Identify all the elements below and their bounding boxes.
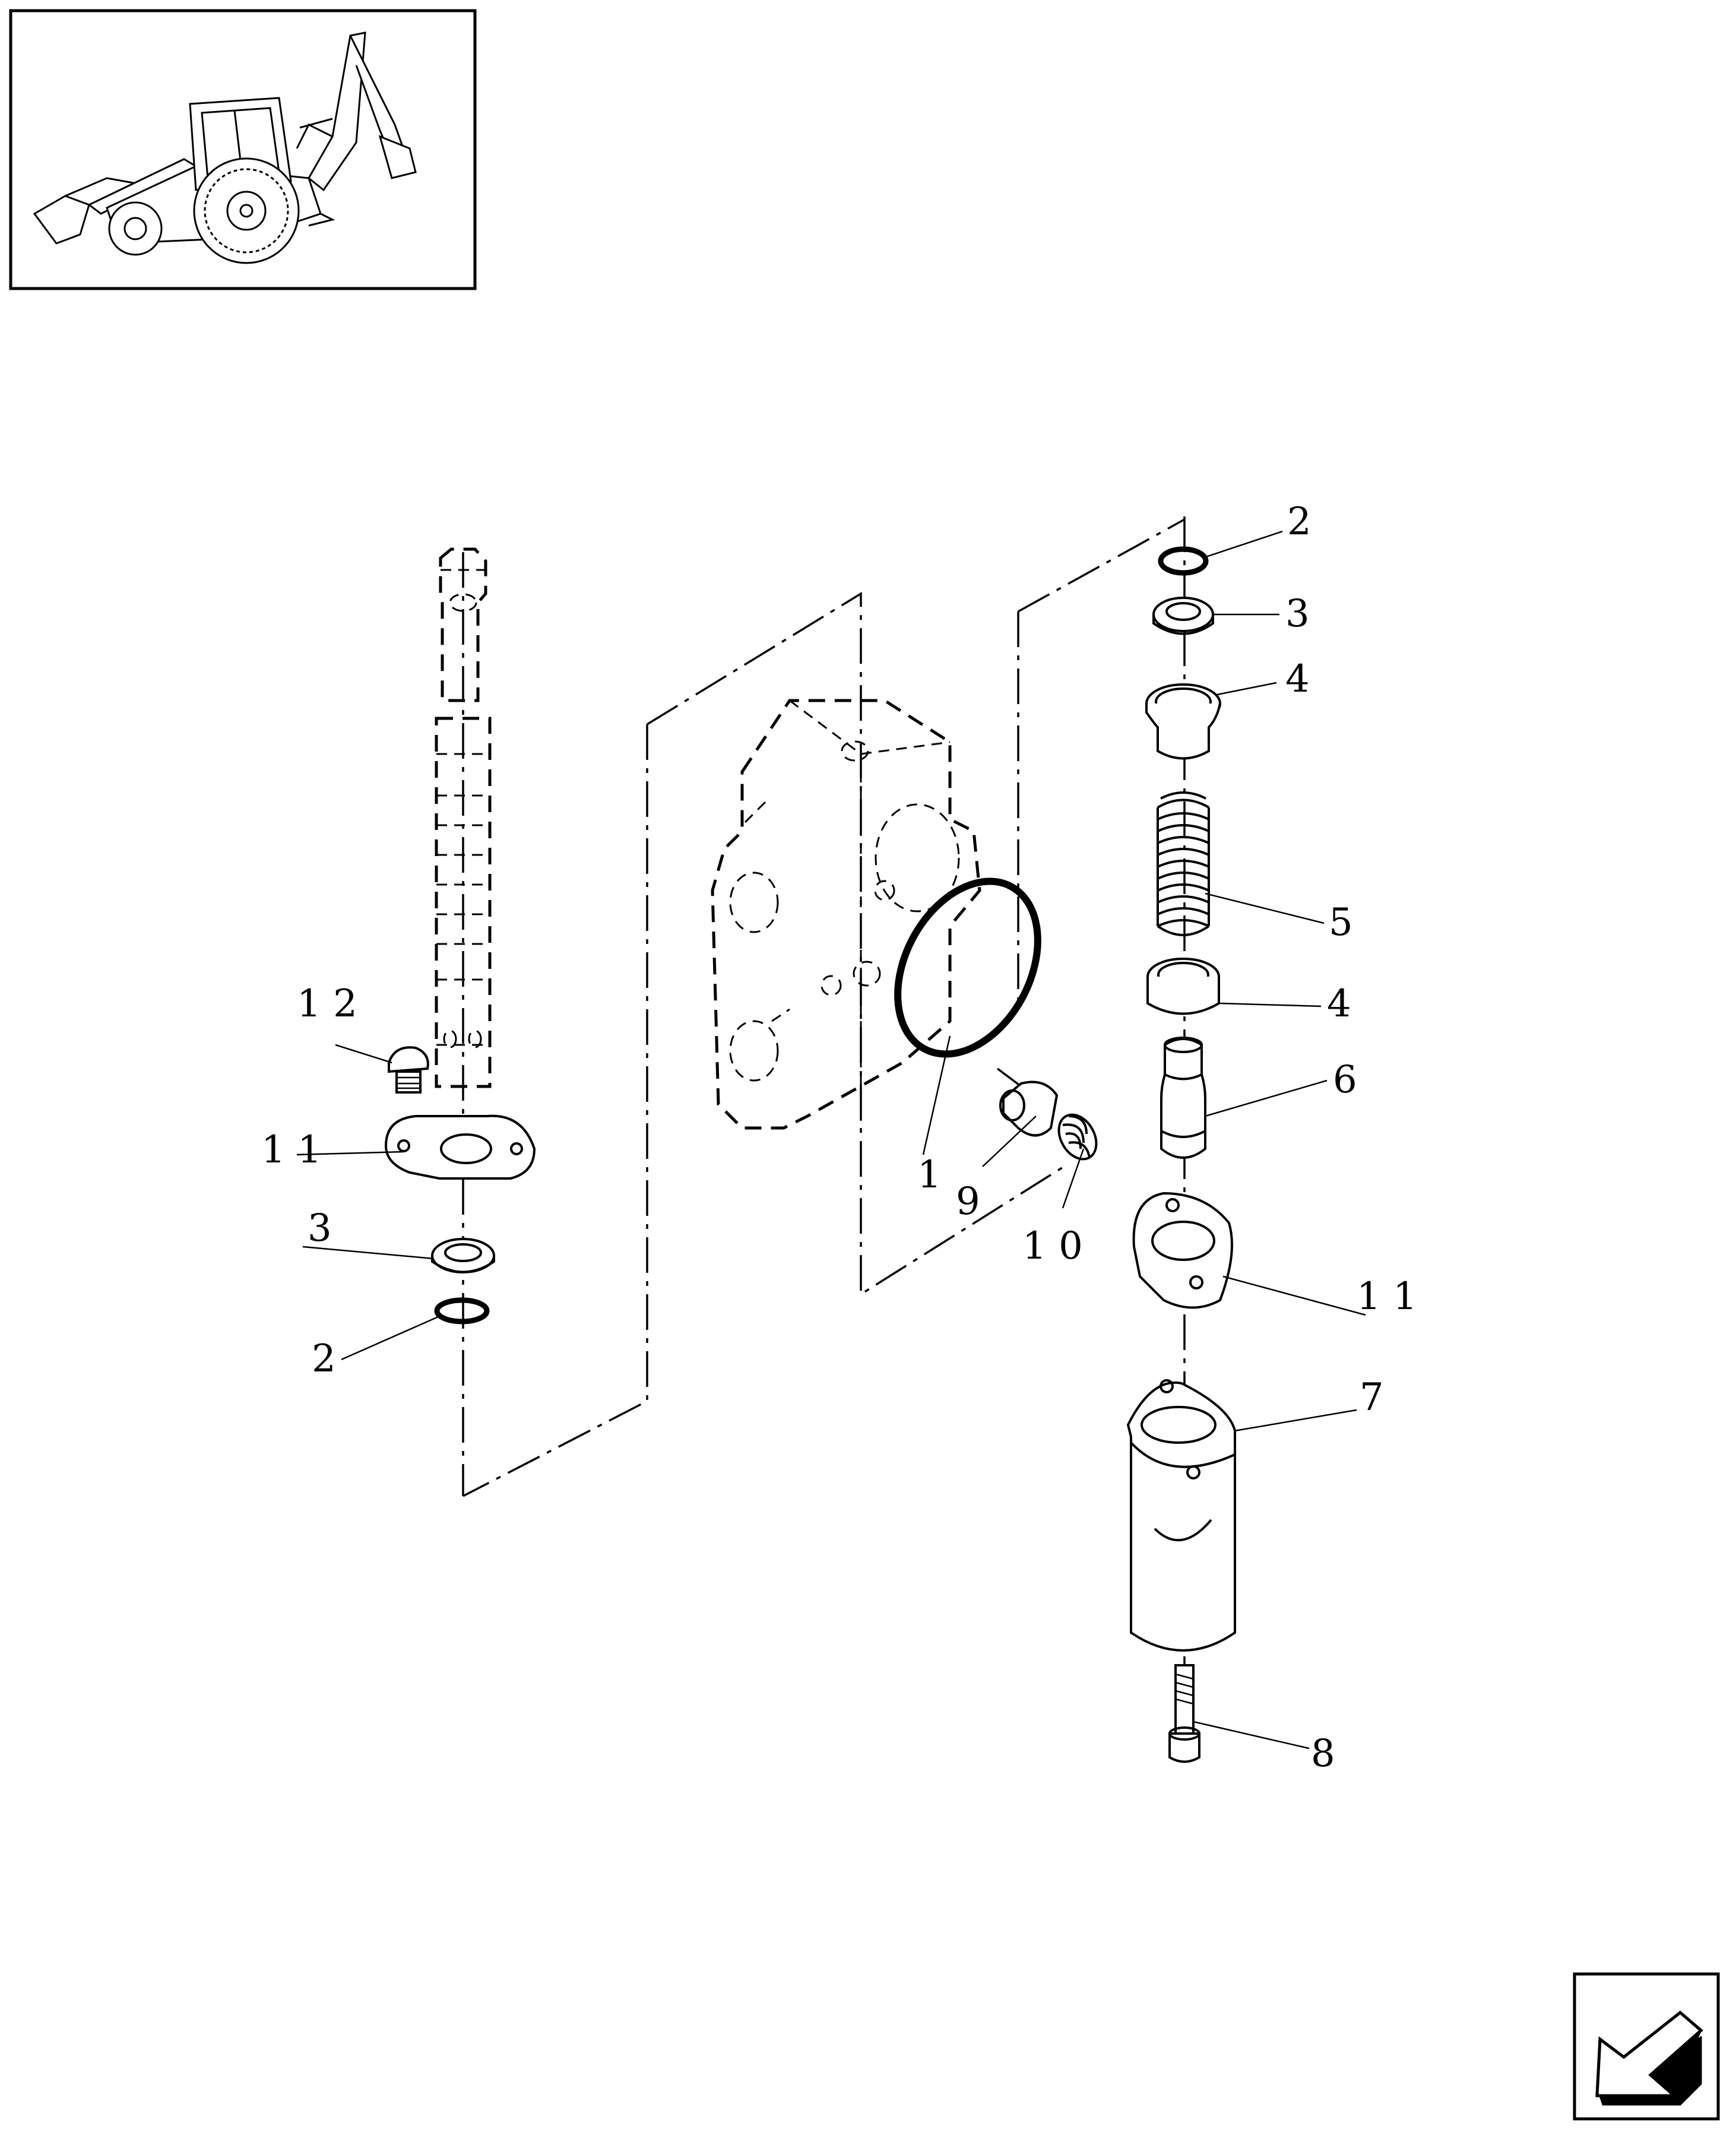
callout-2-right: 2 <box>1287 500 1311 544</box>
callout-7: 7 <box>1360 1376 1384 1419</box>
callout-3-left: 3 <box>308 1206 332 1250</box>
callout-8: 8 <box>1311 1732 1335 1776</box>
screw-12 <box>388 1046 429 1094</box>
callout-1: 1 <box>917 1153 942 1197</box>
spring-seat-4-upper <box>1145 683 1221 760</box>
callout-11-right: 1 1 <box>1357 1275 1417 1319</box>
snap-ring-2-left <box>434 1297 490 1325</box>
callouts: 2 3 4 5 4 6 1 1 7 8 1 9 1 0 1 2 1 1 3 2 <box>261 500 1417 1776</box>
spool <box>435 547 492 1088</box>
callout-2-left: 2 <box>312 1337 336 1381</box>
stop-pin-6 <box>1160 1037 1206 1159</box>
callout-3-right: 3 <box>1285 592 1310 636</box>
thumbnail-frame <box>9 9 477 290</box>
flange-plate-11-right <box>1132 1192 1233 1309</box>
callout-9: 9 <box>956 1180 980 1224</box>
leader-lines <box>296 530 1366 1750</box>
next-page-arrow-icon[interactable] <box>1573 1972 1720 2121</box>
backhoe-loader-icon <box>33 31 417 264</box>
plug-9 <box>999 1080 1059 1137</box>
callout-4-lower: 4 <box>1327 982 1351 1026</box>
callout-4-upper: 4 <box>1285 657 1310 701</box>
bolt-8 <box>1168 1664 1200 1763</box>
callout-6: 6 <box>1333 1058 1357 1102</box>
assembly-center-lines <box>462 517 1186 1722</box>
snap-ring-2-right <box>1158 546 1209 576</box>
spring-seat-4-lower <box>1146 958 1220 1015</box>
callout-12: 1 2 <box>297 982 357 1026</box>
washer-3-right <box>1152 597 1214 635</box>
washer-3-left <box>431 1238 495 1273</box>
o-ring-large <box>894 877 1041 1058</box>
callout-5: 5 <box>1329 901 1353 945</box>
flange-plate-11-left <box>384 1114 536 1180</box>
valve-section-body <box>711 699 981 1130</box>
spring-5 <box>1157 791 1210 936</box>
cap-7 <box>1126 1379 1236 1652</box>
spring-10 <box>1057 1113 1098 1161</box>
callout-10: 1 0 <box>1022 1224 1083 1268</box>
callout-11-left: 1 1 <box>261 1128 322 1172</box>
